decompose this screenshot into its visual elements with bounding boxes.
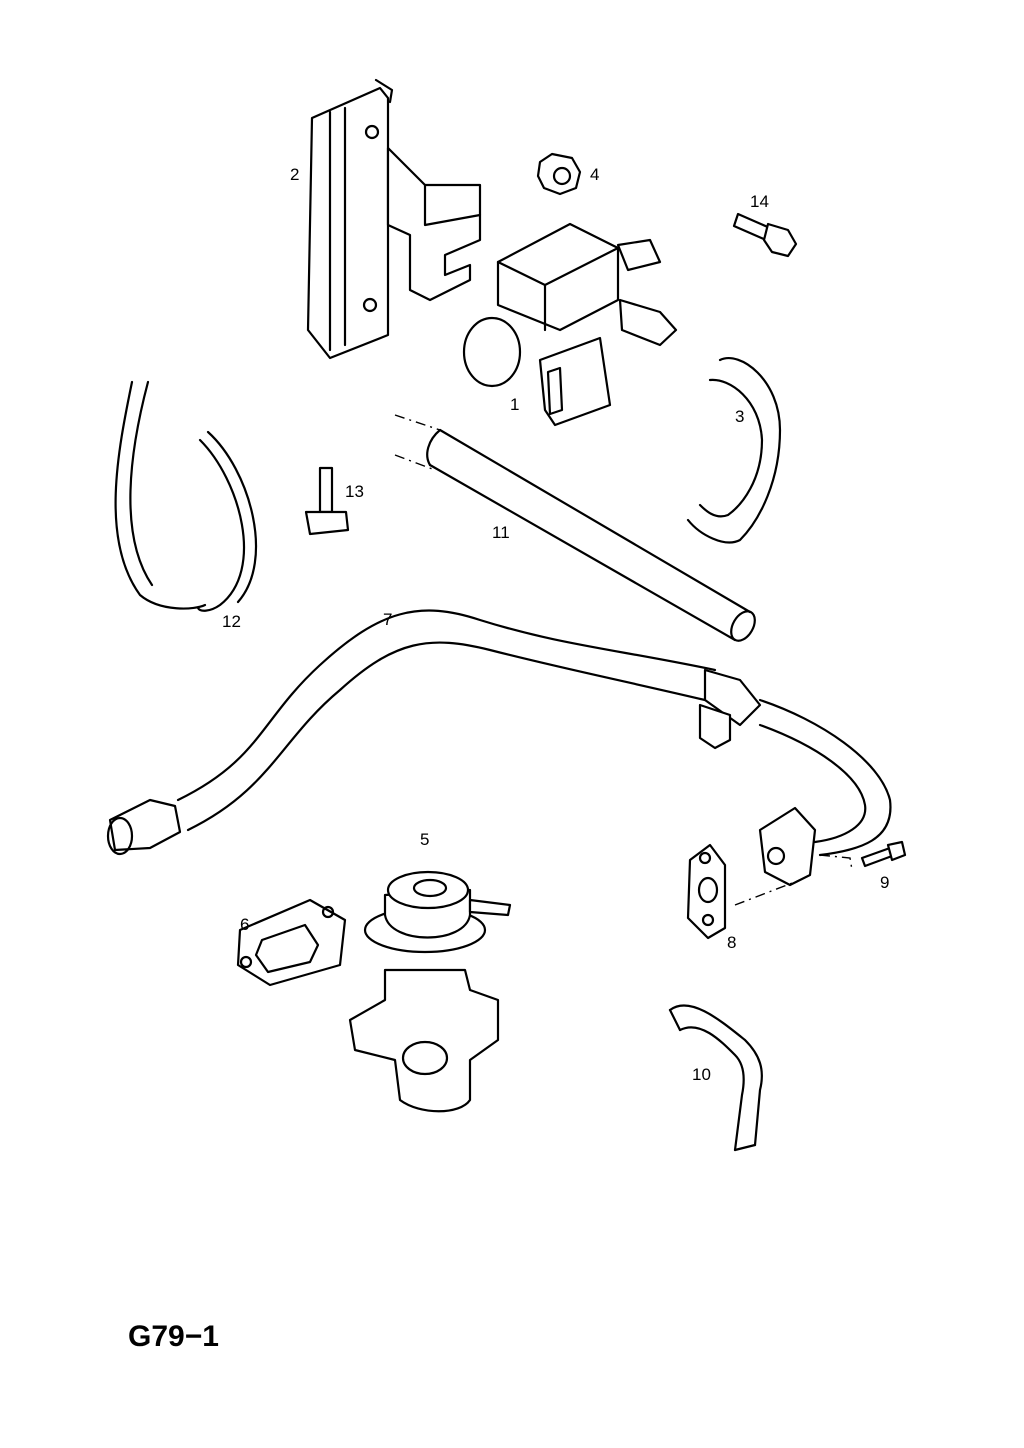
callout-14: 14 bbox=[750, 192, 769, 211]
callout-7: 7 bbox=[383, 610, 392, 629]
callout-11: 11 bbox=[492, 523, 510, 542]
callout-4: 4 bbox=[590, 165, 599, 184]
part-3-hose bbox=[686, 357, 782, 544]
callout-labels: 1 2 3 4 5 6 7 8 9 10 11 12 13 14 bbox=[222, 165, 889, 1084]
diagram-code: G79−1 bbox=[128, 1320, 219, 1353]
part-2-bracket bbox=[306, 78, 482, 360]
part-12-cable-ties bbox=[114, 380, 258, 612]
callout-9: 9 bbox=[880, 873, 889, 892]
callout-2: 2 bbox=[290, 165, 299, 184]
callout-6: 6 bbox=[240, 915, 249, 934]
part-10-hose bbox=[668, 1004, 763, 1152]
callout-1: 1 bbox=[510, 395, 519, 414]
part-6-gasket bbox=[236, 898, 347, 987]
callout-12: 12 bbox=[222, 612, 241, 631]
part-5-egr-valve bbox=[348, 870, 512, 1113]
callout-8: 8 bbox=[727, 933, 736, 952]
callout-13: 13 bbox=[345, 482, 364, 501]
callout-5: 5 bbox=[420, 830, 429, 849]
callout-10: 10 bbox=[692, 1065, 711, 1084]
part-4-nut bbox=[536, 152, 582, 196]
part-1-solenoid-valve bbox=[462, 222, 678, 427]
part-13-bolt bbox=[304, 466, 350, 536]
part-9-bolt bbox=[860, 840, 907, 868]
callout-3: 3 bbox=[735, 407, 744, 426]
part-7-pipe-assembly bbox=[106, 609, 892, 887]
part-14-bolt bbox=[732, 212, 798, 258]
part-11-pipe bbox=[394, 414, 756, 642]
part-8-gasket bbox=[686, 843, 853, 940]
